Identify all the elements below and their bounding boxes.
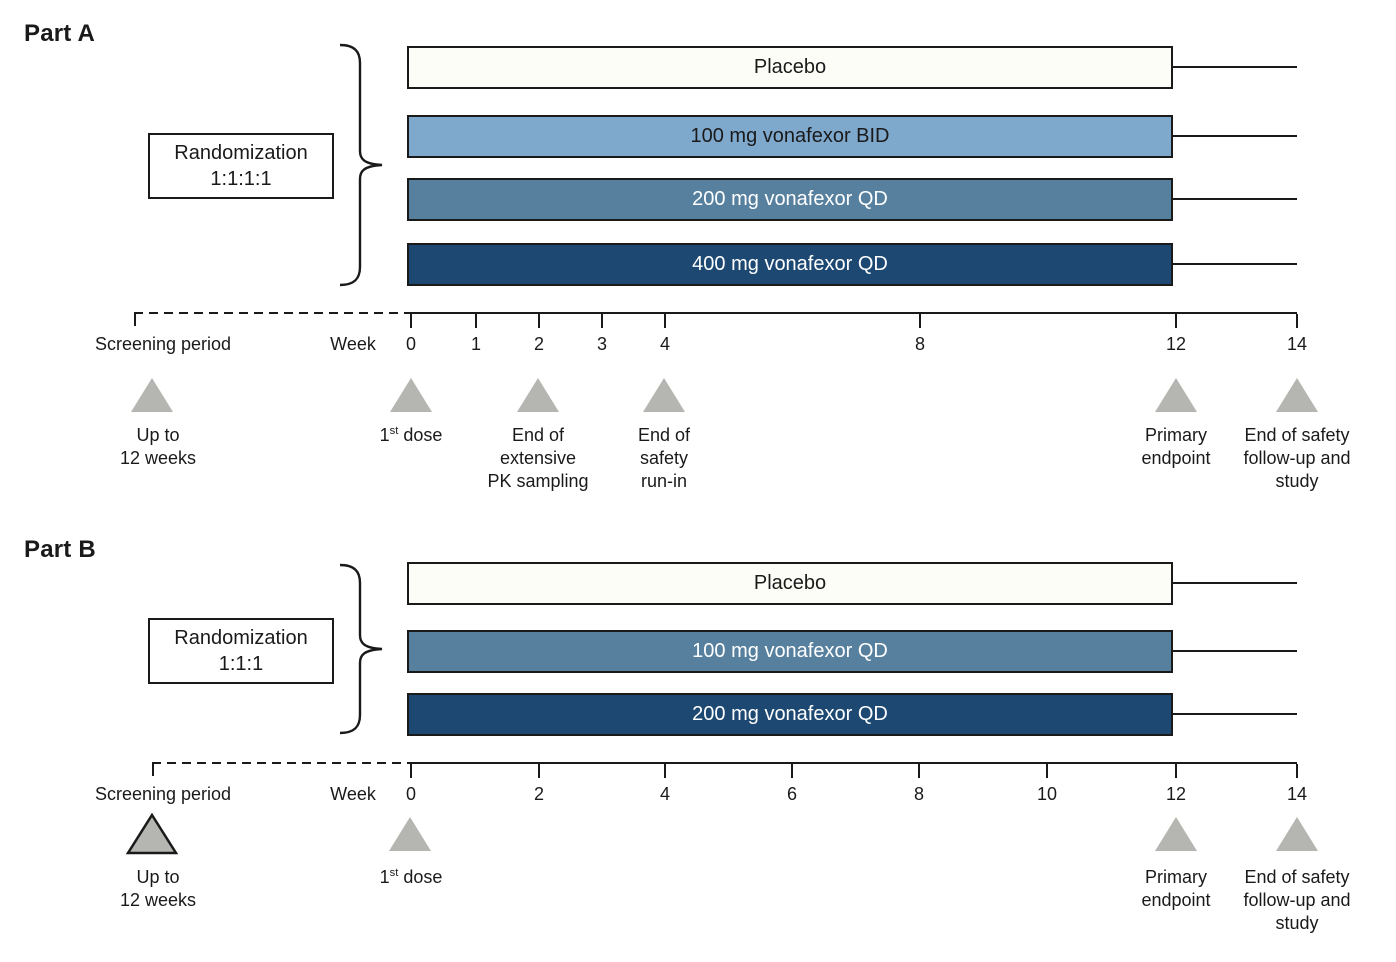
arm-bar-400mg-vonafexor-qd: 400 mg vonafexor QD — [407, 243, 1173, 286]
primary-endpoint-triangle-marker-a — [1154, 377, 1198, 413]
follow-up-line — [1173, 135, 1297, 137]
follow-up-line — [1173, 713, 1297, 715]
safety-runin-triangle-marker — [642, 377, 686, 413]
randomization-brace-a — [339, 43, 383, 287]
timeline-axis-a — [411, 312, 1297, 314]
screening-triangle-marker-b — [125, 812, 179, 856]
arm-bar-placebo-a: Placebo — [407, 46, 1173, 89]
arm-bar-200mg-vonafexor-qd-a: 200 mg vonafexor QD — [407, 178, 1173, 221]
screening-duration-label-a: Up to 12 weeks — [119, 425, 197, 468]
arm-bar-placebo-b: Placebo — [407, 562, 1173, 605]
screening-period-label-a: Screening period — [94, 334, 232, 354]
week-tick-label: 3 — [596, 334, 608, 354]
week-tick-label: 4 — [659, 784, 671, 804]
arm-label: 400 mg vonafexor QD — [692, 253, 888, 275]
week-tick — [538, 314, 540, 328]
week-tick — [601, 314, 603, 328]
week-tick — [1175, 314, 1177, 328]
timeline-axis-b — [411, 762, 1297, 764]
randomization-brace-b — [339, 563, 383, 735]
randomization-ratio: 1:1:1 — [218, 653, 264, 675]
primary-endpoint-label-a: Primary endpoint — [1141, 425, 1211, 468]
week-axis-label-a: Week — [330, 334, 376, 354]
arm-bar-200mg-vonafexor-qd-b: 200 mg vonafexor QD — [407, 693, 1173, 736]
first-dose-label-b: 1st dose — [379, 867, 443, 887]
first-dose-label-a: 1st dose — [379, 425, 443, 445]
screening-period-label-b: Screening period — [94, 784, 232, 804]
end-of-safety-triangle-marker-a — [1275, 377, 1319, 413]
safety-runin-label: End of safety run-in — [637, 425, 691, 491]
week-tick-label: 14 — [1286, 784, 1308, 804]
randomization-box-b: Randomization 1:1:1 — [148, 618, 334, 684]
week-tick-label: 0 — [405, 334, 417, 354]
arm-label: 200 mg vonafexor QD — [692, 703, 888, 725]
week-tick — [475, 314, 477, 328]
week-tick — [410, 314, 412, 328]
follow-up-line — [1173, 650, 1297, 652]
week-axis-label-b: Week — [330, 784, 376, 804]
follow-up-line — [1173, 198, 1297, 200]
randomization-label: Randomization — [174, 627, 308, 649]
pk-sampling-triangle-marker — [516, 377, 560, 413]
week-tick-label: 2 — [533, 334, 545, 354]
part-b-title: Part B — [24, 536, 96, 563]
week-tick-label: 12 — [1165, 334, 1187, 354]
week-tick — [1175, 764, 1177, 778]
end-of-safety-label-b: End of safety follow-up and study — [1243, 867, 1351, 933]
week-tick-label: 14 — [1286, 334, 1308, 354]
week-tick — [664, 314, 666, 328]
week-tick-label: 12 — [1165, 784, 1187, 804]
week-tick-label: 4 — [659, 334, 671, 354]
primary-endpoint-triangle-marker-b — [1154, 816, 1198, 852]
primary-endpoint-label-b: Primary endpoint — [1141, 867, 1211, 910]
week-tick — [664, 764, 666, 778]
randomization-ratio: 1:1:1:1 — [210, 168, 272, 190]
end-of-safety-label-a: End of safety follow-up and study — [1243, 425, 1351, 491]
week-tick — [791, 764, 793, 778]
week-tick-label: 10 — [1036, 784, 1058, 804]
pk-sampling-label: End of extensive PK sampling — [487, 425, 589, 491]
screening-dashed-line-b — [152, 762, 411, 764]
screening-triangle-marker-a — [130, 377, 174, 413]
first-dose-triangle-marker-a — [389, 377, 433, 413]
screening-start-tick-a — [134, 314, 136, 326]
follow-up-line — [1173, 263, 1297, 265]
randomization-box-a: Randomization 1:1:1:1 — [148, 133, 334, 199]
screening-start-tick-b — [152, 764, 154, 776]
week-tick-label: 6 — [786, 784, 798, 804]
arm-bar-100mg-vonafexor-qd: 100 mg vonafexor QD — [407, 630, 1173, 673]
week-tick — [538, 764, 540, 778]
arm-label: 100 mg vonafexor QD — [692, 640, 888, 662]
arm-label: 200 mg vonafexor QD — [692, 188, 888, 210]
week-tick — [919, 314, 921, 328]
week-tick-label: 0 — [405, 784, 417, 804]
week-tick-label: 1 — [470, 334, 482, 354]
screening-duration-label-b: Up to 12 weeks — [119, 867, 197, 910]
end-of-safety-triangle-marker-b — [1275, 816, 1319, 852]
week-tick — [1296, 314, 1298, 328]
screening-dashed-line-a — [134, 312, 411, 314]
follow-up-line — [1173, 582, 1297, 584]
arm-label: 100 mg vonafexor BID — [690, 125, 890, 147]
week-tick — [918, 764, 920, 778]
week-tick — [1046, 764, 1048, 778]
arm-label: Placebo — [753, 572, 827, 594]
arm-label: Placebo — [753, 56, 827, 78]
week-tick-label: 2 — [533, 784, 545, 804]
follow-up-line — [1173, 66, 1297, 68]
week-tick-label: 8 — [914, 334, 926, 354]
week-tick-label: 8 — [913, 784, 925, 804]
part-a-title: Part A — [24, 20, 95, 47]
first-dose-triangle-marker-b — [388, 816, 432, 852]
arm-bar-100mg-vonafexor-bid: 100 mg vonafexor BID — [407, 115, 1173, 158]
week-tick — [410, 764, 412, 778]
randomization-label: Randomization — [174, 142, 308, 164]
week-tick — [1296, 764, 1298, 778]
